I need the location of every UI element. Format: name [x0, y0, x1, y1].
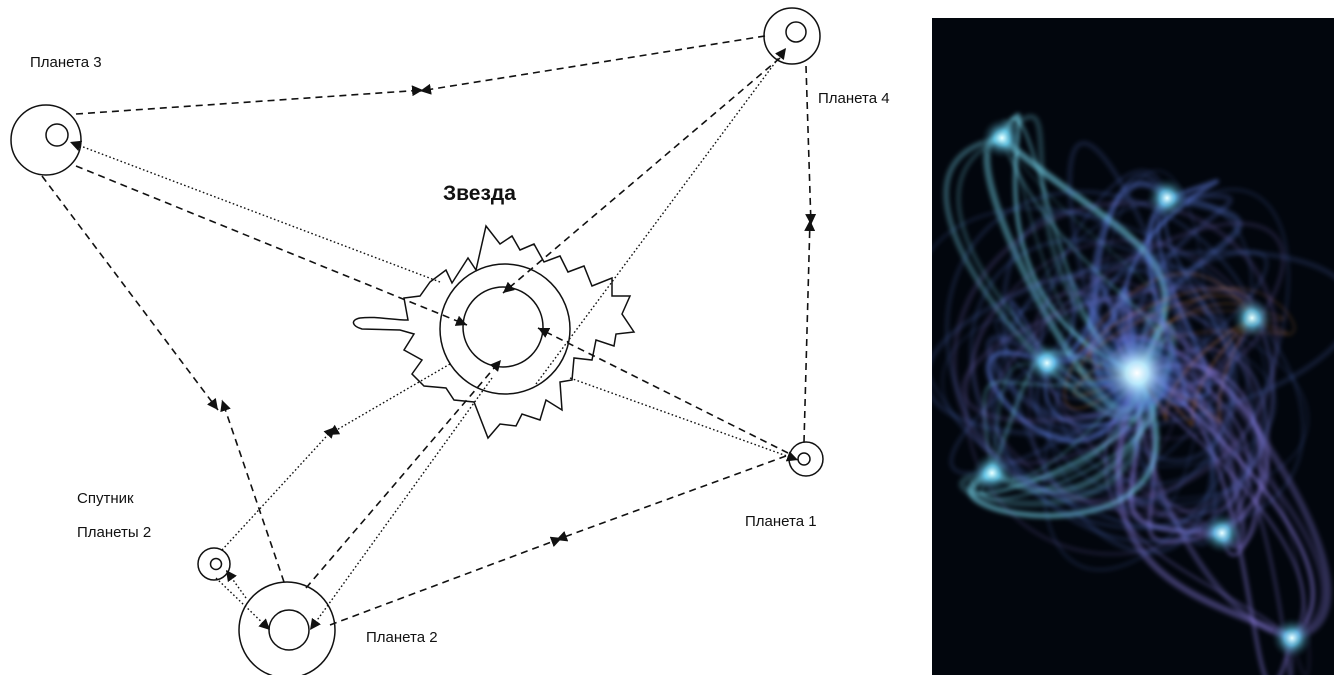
- link-planet2-planet1-a: [329, 536, 563, 626]
- planet1-inner: [797, 452, 811, 466]
- link-planet3-planet4-a: [75, 85, 424, 115]
- link-planet2-planet1-b: [555, 455, 787, 542]
- link-star-planet3: [69, 140, 441, 283]
- fractal-strand: [1135, 371, 1294, 675]
- link-planet4-planet1-b: [803, 219, 816, 443]
- fractal-strand: [1124, 309, 1332, 642]
- fractal-strand: [958, 369, 1146, 508]
- link-satellite-star-a: [221, 426, 336, 551]
- gravity-diagram: Звезда Планета 4 Планета 3 Планета 1 Пла…: [10, 7, 890, 675]
- fractal-artwork-image: [932, 18, 1334, 675]
- link-planet4-planet1-a: [805, 65, 817, 226]
- link-planet2-satellite: [225, 569, 247, 599]
- fractal-artwork-svg: [932, 18, 1334, 675]
- fractal-strand: [999, 114, 1140, 376]
- planet4-inner: [785, 21, 807, 43]
- planet4-label: Планета 4: [818, 90, 890, 107]
- satellite-label-line2: Планеты 2: [77, 524, 151, 541]
- planet4-outer: [763, 7, 821, 65]
- attraction-links: [69, 47, 799, 631]
- link-star-planet4: [535, 47, 787, 385]
- link-star-planet2: [309, 377, 493, 631]
- link-planet3-planet4-b: [419, 35, 766, 95]
- planet1-outer: [788, 441, 824, 477]
- star-corona: [352, 224, 636, 440]
- star-core: [462, 286, 544, 368]
- mutual-attraction-links: [41, 35, 817, 626]
- fractal-strand: [999, 112, 1140, 376]
- satellite-inner: [209, 557, 223, 571]
- link-planet1-star: [537, 327, 789, 454]
- link-planet4-star: [502, 57, 781, 294]
- fractal-hub-glow: [1025, 341, 1069, 385]
- fractal-center-glow: [1082, 318, 1192, 428]
- fractal-hub-glow: [1145, 176, 1189, 220]
- link-satellite-star-b: [327, 363, 451, 436]
- link-satellite-planet2: [215, 577, 271, 631]
- satellite-outer: [197, 547, 231, 581]
- fractal-strand: [985, 349, 1140, 444]
- star-label: Звезда: [443, 182, 516, 205]
- satellite-label-line1: Спутник: [77, 490, 134, 507]
- fractal-hub-glow: [1270, 616, 1314, 660]
- fractal-hub-glow: [1230, 296, 1274, 340]
- link-star-planet1: [569, 377, 799, 462]
- planet2-label: Планета 2: [366, 629, 438, 646]
- link-planet2-star: [305, 359, 502, 589]
- planet1-label: Планета 1: [745, 513, 817, 530]
- planet3-outer: [10, 104, 82, 176]
- link-planet3-planet2-a: [41, 175, 219, 411]
- fractal-loop: [989, 266, 1234, 511]
- link-planet3-star: [75, 165, 468, 326]
- fractal-hub-glow: [980, 116, 1024, 160]
- fractal-loop: [994, 196, 1254, 496]
- planet3-label: Планета 3: [30, 54, 102, 71]
- fractal-hub-glow: [1200, 511, 1244, 555]
- link-planet3-planet2-b: [220, 399, 285, 583]
- fractal-hub-glow: [970, 451, 1014, 495]
- fractal-loop: [951, 200, 1279, 504]
- star-outer-ring: [439, 263, 571, 395]
- planet2-inner: [268, 609, 310, 651]
- planet2-outer: [238, 581, 336, 675]
- planet3-inner: [45, 123, 69, 147]
